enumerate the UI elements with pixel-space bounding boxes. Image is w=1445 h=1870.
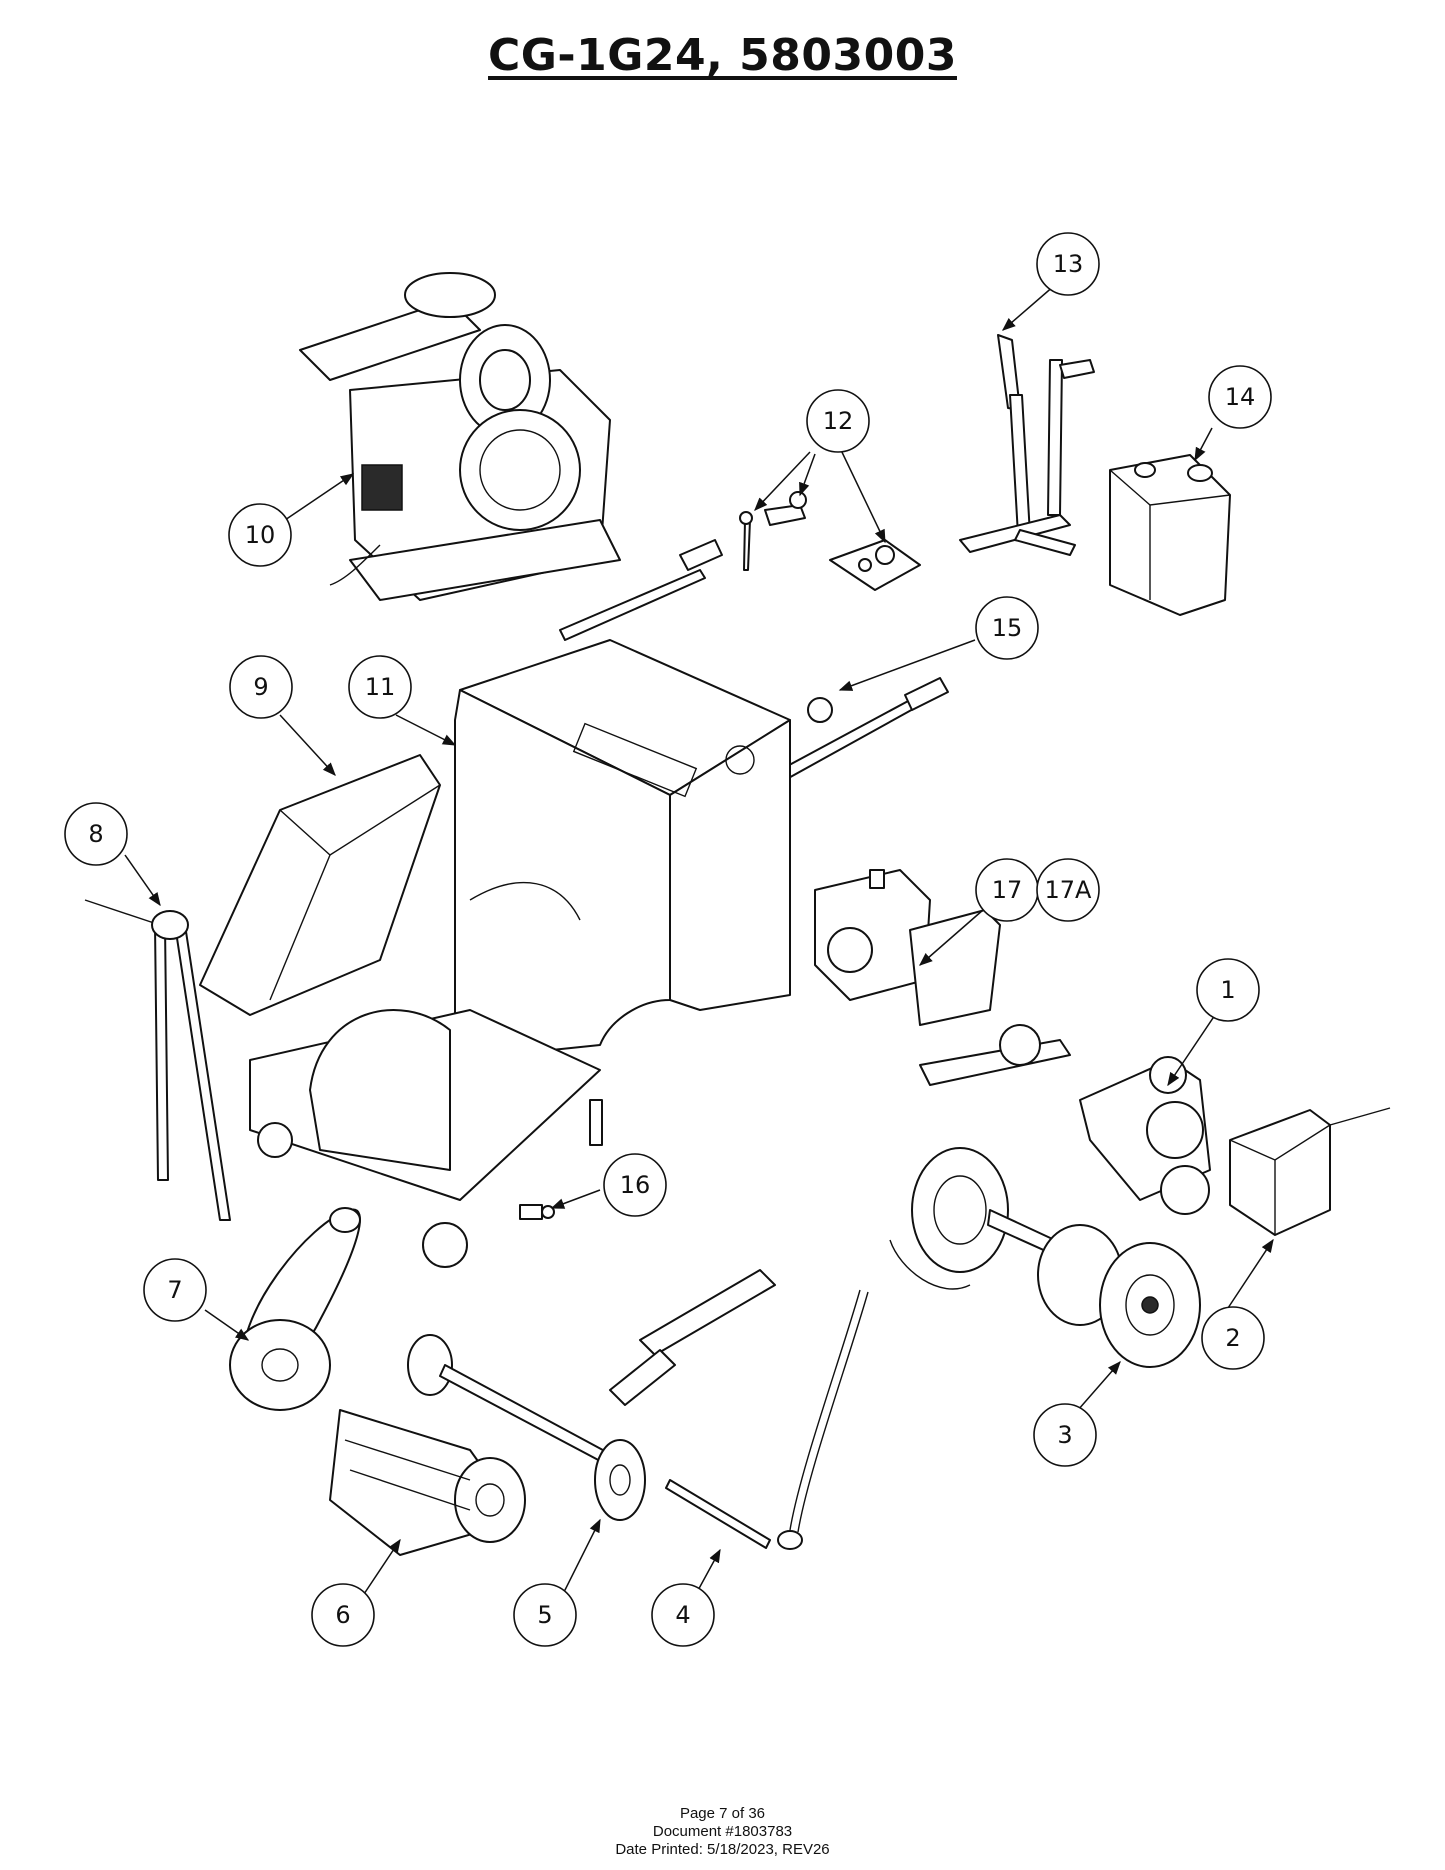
callout-7-label: 7 [167, 1276, 182, 1304]
leader-2 [1227, 1238, 1274, 1309]
callout-15-label: 15 [992, 614, 1023, 642]
leader-14 [1194, 427, 1213, 462]
fitting-part [519, 1204, 555, 1220]
callout-7: 7 [143, 1258, 207, 1322]
leader-9 [279, 714, 336, 776]
hydraulic-pump-part [814, 869, 1001, 1026]
callout-17a: 17A [1036, 858, 1100, 922]
callout-17a-label: 17A [1045, 876, 1093, 904]
blade-guard-part [199, 754, 441, 1016]
callout-13: 13 [1036, 232, 1100, 296]
callout-5: 5 [513, 1583, 577, 1647]
frame-part [454, 639, 791, 1061]
callout-10-label: 10 [245, 521, 276, 549]
callout-3: 3 [1033, 1403, 1097, 1467]
leader-15 [838, 639, 976, 691]
callout-2: 2 [1201, 1306, 1265, 1370]
callout-1-label: 1 [1220, 976, 1235, 1004]
callout-9-label: 9 [253, 673, 268, 701]
leader-16 [550, 1189, 601, 1209]
page-title: CG-1G24, 5803003 [488, 30, 957, 81]
jack-stand-part [959, 334, 1095, 556]
callout-14: 14 [1208, 365, 1272, 429]
callout-6: 6 [311, 1583, 375, 1647]
fuel-tank-part [1109, 454, 1231, 616]
callout-15: 15 [975, 596, 1039, 660]
leader-13 [1001, 284, 1056, 331]
callout-4: 4 [651, 1583, 715, 1647]
footer-document-number: Document #1803783 [652, 1823, 793, 1840]
front-axle-part [407, 1269, 776, 1521]
leader-6 [359, 1538, 401, 1601]
callout-10: 10 [228, 503, 292, 567]
callout-9: 9 [229, 655, 293, 719]
drive-wheels-part [911, 1147, 1201, 1368]
leader-3 [1077, 1360, 1121, 1411]
footer-date-printed: Date Printed: 5/18/2023, REV26 [615, 1841, 830, 1858]
handle-part [559, 539, 949, 781]
leader-1 [1167, 1014, 1216, 1087]
callout-6-label: 6 [335, 1601, 350, 1629]
callout-13-label: 13 [1053, 250, 1084, 278]
footer-page-number: Page 7 of 36 [679, 1805, 766, 1822]
callout-14-label: 14 [1225, 383, 1256, 411]
hydraulic-hose-part [665, 1239, 971, 1550]
leader-17 [918, 909, 984, 966]
callout-17-label: 17 [992, 876, 1023, 904]
callout-12: 12 [806, 389, 870, 453]
leader-12b [799, 453, 816, 497]
callout-4-label: 4 [675, 1601, 690, 1629]
leader-10 [284, 473, 355, 521]
callout-1: 1 [1196, 958, 1260, 1022]
callout-17: 17 [975, 858, 1039, 922]
callout-16-label: 16 [620, 1171, 651, 1199]
leader-7 [204, 1309, 250, 1341]
callout-8: 8 [64, 802, 128, 866]
linkage-part [84, 899, 231, 1221]
callout-2-label: 2 [1225, 1324, 1240, 1352]
callout-11-label: 11 [365, 673, 396, 701]
leader-12a [754, 451, 811, 511]
callout-8-label: 8 [88, 820, 103, 848]
footer: Page 7 of 36 Document #1803783 Date Prin… [0, 1805, 1445, 1859]
drum-assembly-part [329, 1409, 526, 1556]
base-frame-part [249, 1009, 603, 1268]
engine-part [299, 272, 621, 601]
gearbox-part [919, 1024, 1211, 1215]
leader-5 [559, 1518, 601, 1601]
leader-8 [124, 854, 161, 907]
callout-11: 11 [348, 655, 412, 719]
controls-kit-part [739, 491, 921, 591]
leader-lines [124, 284, 1274, 1606]
battery-box-part [1229, 1107, 1391, 1236]
callout-16: 16 [603, 1153, 667, 1217]
leader-12c [839, 447, 886, 544]
drive-belt-part [229, 1207, 361, 1411]
leader-11 [395, 714, 457, 746]
callout-5-label: 5 [537, 1601, 552, 1629]
callout-3-label: 3 [1057, 1421, 1072, 1449]
callout-12-label: 12 [823, 407, 854, 435]
